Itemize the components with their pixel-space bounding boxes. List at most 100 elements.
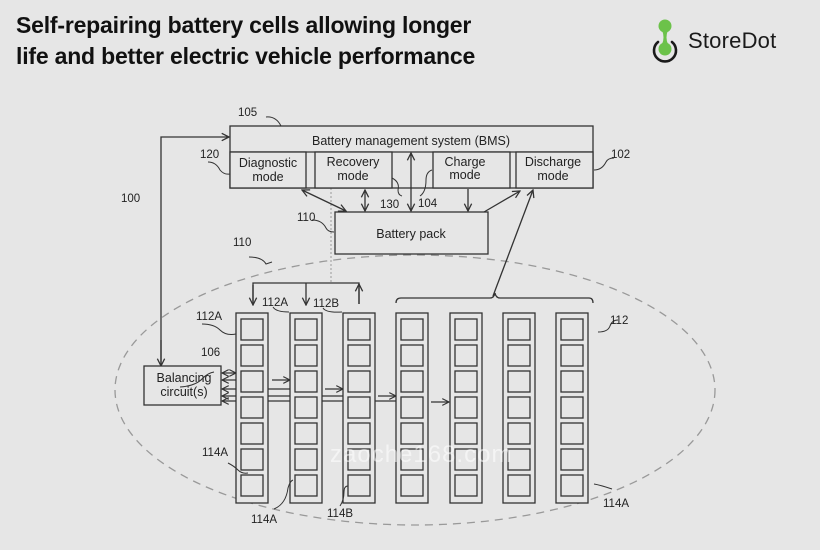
ref-110-boundary: 110 — [233, 237, 251, 249]
battery-module — [555, 312, 589, 504]
svg-text:Balancing: Balancing — [157, 371, 212, 385]
watermark: zaoche168.com — [330, 441, 513, 468]
battery-cell — [507, 318, 531, 341]
battery-cell — [507, 474, 531, 497]
ref-114A-right: 114A — [603, 498, 629, 510]
battery-cell — [347, 370, 371, 393]
svg-text:circuit(s): circuit(s) — [160, 385, 207, 399]
ref-100: 100 — [121, 193, 140, 205]
battery-cell — [454, 422, 478, 445]
battery-cell — [560, 344, 584, 367]
battery-cell — [560, 448, 584, 471]
battery-cell — [240, 396, 264, 419]
ref-120: 120 — [200, 149, 219, 161]
battery-cell — [454, 396, 478, 419]
bms-label: Battery management system (BMS) — [312, 134, 510, 148]
svg-text:Diagnostic: Diagnostic — [239, 156, 297, 170]
battery-cell — [507, 396, 531, 419]
ref-114B: 114B — [327, 508, 353, 520]
mode-recovery: Recovery mode — [314, 151, 393, 189]
battery-module — [502, 312, 536, 504]
battery-cell — [294, 344, 318, 367]
battery-cell — [507, 422, 531, 445]
battery-cell — [400, 344, 424, 367]
ref-130: 130 — [380, 199, 399, 211]
battery-cell — [400, 448, 424, 471]
page-title: Self-repairing battery cells allowing lo… — [16, 10, 475, 72]
battery-cell — [560, 422, 584, 445]
mode-diagnostic: Diagnostic mode — [229, 151, 307, 189]
logo-text: StoreDot — [688, 28, 777, 53]
ref-114A-mid: 114A — [251, 514, 277, 526]
battery-cell — [400, 422, 424, 445]
svg-text:mode: mode — [337, 169, 368, 183]
battery-cell — [400, 318, 424, 341]
battery-cell — [454, 318, 478, 341]
battery-module — [289, 312, 323, 504]
svg-text:Discharge: Discharge — [525, 155, 581, 169]
mode-charge: Charge mode — [432, 151, 511, 189]
storedot-logo: StoreDot — [652, 18, 776, 64]
storedot-logo-icon — [652, 19, 678, 63]
battery-cell — [507, 448, 531, 471]
battery-cell — [400, 396, 424, 419]
mode-discharge: Discharge mode — [515, 151, 594, 189]
battery-cell — [347, 448, 371, 471]
ref-106: 106 — [201, 347, 220, 359]
battery-cell — [347, 344, 371, 367]
pack-boundary-ellipse — [114, 254, 716, 526]
battery-cell — [400, 474, 424, 497]
leader-lines — [179, 116, 619, 510]
svg-text:mode: mode — [449, 168, 480, 182]
battery-cell — [294, 474, 318, 497]
battery-cell — [507, 370, 531, 393]
battery-pack-box: Battery pack — [334, 211, 489, 255]
battery-cell — [560, 318, 584, 341]
ref-112: 112 — [610, 315, 628, 327]
battery-cell — [240, 474, 264, 497]
battery-cell — [294, 422, 318, 445]
battery-cell — [240, 422, 264, 445]
battery-cell — [294, 370, 318, 393]
ref-112A-mid: 112A — [262, 297, 288, 309]
battery-module — [342, 312, 376, 504]
battery-module — [449, 312, 483, 504]
battery-cell — [560, 370, 584, 393]
reference-numbers: 105 120 130 104 102 100 110 110 112A 112… — [121, 107, 630, 526]
title-line-2: life and better electric vehicle perform… — [16, 43, 476, 69]
battery-cell — [454, 474, 478, 497]
battery-cell — [347, 396, 371, 419]
battery-cell — [294, 448, 318, 471]
ref-114A-left: 114A — [202, 447, 228, 459]
svg-text:Battery pack: Battery pack — [376, 227, 446, 241]
battery-cell — [347, 422, 371, 445]
battery-cell — [294, 318, 318, 341]
battery-cell — [454, 344, 478, 367]
battery-cell — [454, 448, 478, 471]
svg-text:Charge: Charge — [445, 155, 486, 169]
battery-cell — [507, 344, 531, 367]
ref-112A-left: 112A — [196, 311, 222, 323]
battery-cell — [347, 318, 371, 341]
ref-104: 104 — [418, 198, 438, 210]
ref-112B: 112B — [313, 298, 339, 310]
svg-text:Recovery: Recovery — [327, 155, 381, 169]
battery-cell — [400, 370, 424, 393]
battery-module — [235, 312, 269, 504]
battery-cell — [560, 474, 584, 497]
battery-modules — [235, 312, 589, 504]
svg-text:mode: mode — [537, 169, 568, 183]
svg-text:mode: mode — [252, 170, 283, 184]
balancing-circuit-box: Balancing circuit(s) — [143, 365, 222, 406]
bms-arrows — [161, 137, 594, 366]
battery-cell — [560, 396, 584, 419]
battery-cell — [240, 318, 264, 341]
ref-102: 102 — [611, 149, 630, 161]
battery-cell — [240, 448, 264, 471]
ref-110-pack: 110 — [297, 212, 315, 224]
battery-cell — [240, 370, 264, 393]
battery-cell — [240, 344, 264, 367]
battery-cell — [454, 370, 478, 393]
ref-105: 105 — [238, 107, 257, 119]
